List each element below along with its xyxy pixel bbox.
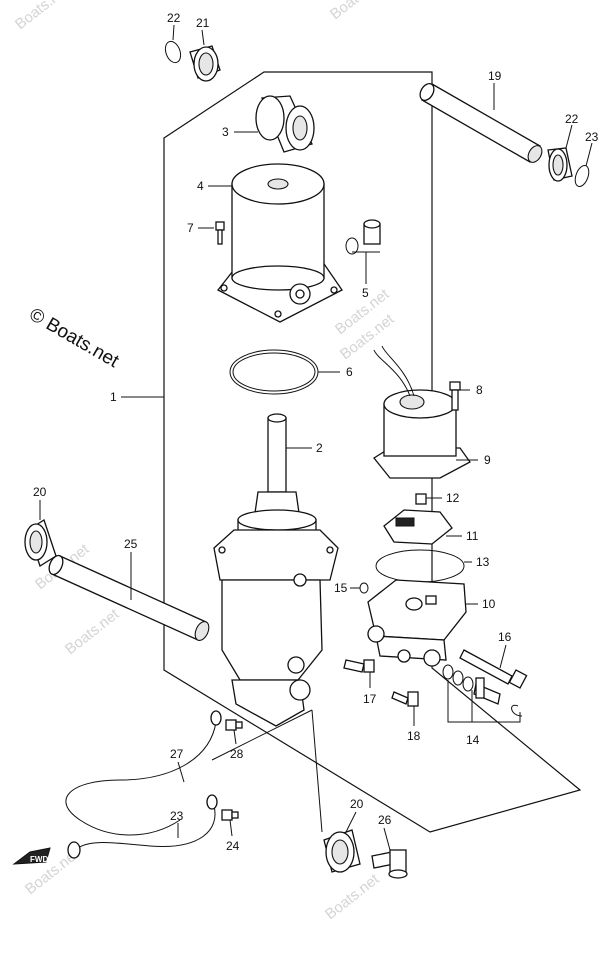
- callout-24: 24: [226, 839, 240, 853]
- watermark-text: Boats.net: [12, 0, 73, 33]
- watermark-text: Boats.net: [322, 870, 383, 923]
- part-13-o-ring: [375, 549, 465, 583]
- callout-10: 10: [482, 597, 496, 611]
- callout-23: 23: [170, 809, 184, 823]
- fwd-direction-arrow: FWD: [12, 847, 51, 865]
- callout-16: 16: [498, 630, 512, 644]
- callout-28: 28: [230, 747, 244, 761]
- callout-5: 5: [362, 286, 369, 300]
- part-22-ring-right: [574, 164, 590, 188]
- part-17-screw: [343, 659, 375, 673]
- part-23-ground-cable: [67, 794, 218, 859]
- fwd-label: FWD: [30, 855, 48, 864]
- callout-21: 21: [196, 16, 210, 30]
- callout-20: 20: [33, 485, 47, 499]
- callout-27: 27: [170, 747, 184, 761]
- part-20-bushing-bottom: [323, 829, 361, 873]
- part-10-pump-body: [367, 579, 467, 667]
- part-20-bushing-left: [24, 519, 57, 567]
- callout-13: 13: [476, 555, 490, 569]
- part-4-reservoir: [217, 163, 343, 323]
- part-14-valve-kit: [442, 664, 523, 717]
- callout-labels: 22 21 19 22 23 3 4 7 5 6 1 2 8 9 12 11 1…: [33, 11, 599, 853]
- callout-20: 20: [350, 797, 364, 811]
- part-28-screw: [225, 719, 243, 731]
- assembly-outline: [163, 71, 582, 833]
- part-26-bolt: [371, 849, 408, 879]
- part-25-shaft: [48, 554, 210, 642]
- part-16-bolt: [459, 649, 528, 689]
- callout-3: 3: [222, 125, 229, 139]
- part-21-bushing-left: [189, 45, 221, 82]
- part-8-bolt: [449, 381, 461, 411]
- part-22-ring-left: [164, 40, 182, 64]
- part-27-ground-cable: [65, 710, 222, 836]
- part-2-tilt-cylinder: [213, 413, 339, 727]
- part-12-fitting: [415, 493, 427, 505]
- callout-11: 11: [466, 529, 479, 543]
- callout-21: 22: [565, 112, 579, 126]
- leader-lines: [39, 24, 593, 851]
- callout-12: 12: [446, 491, 460, 505]
- part-7-screw: [215, 221, 225, 245]
- part-6-o-ring: [229, 349, 319, 395]
- callout-9: 9: [484, 453, 491, 467]
- callout-18: 18: [407, 729, 421, 743]
- part-3-bushing: [255, 95, 315, 153]
- callout-22: 22: [167, 11, 181, 25]
- watermark-text: Boats.net: [327, 0, 388, 23]
- callout-17: 17: [363, 692, 377, 706]
- part-15-o-ring: [359, 582, 369, 594]
- callout-25: 25: [124, 537, 138, 551]
- callout-26: 26: [378, 813, 392, 827]
- callout-4: 4: [197, 179, 204, 193]
- part-21-bushing-right: [547, 147, 573, 182]
- part-5-fitting: [345, 219, 381, 255]
- callout-15: 15: [334, 581, 348, 595]
- watermark-copyright: © Boats.net: [26, 304, 123, 372]
- callout-22: 23: [585, 130, 599, 144]
- callout-2: 2: [316, 441, 323, 455]
- callout-1: 1: [110, 390, 117, 404]
- callout-14: 14: [466, 733, 480, 747]
- callout-6: 6: [346, 365, 353, 379]
- part-9-motor: [373, 345, 471, 479]
- callout-7: 7: [187, 221, 194, 235]
- callout-19: 19: [488, 69, 502, 83]
- part-24-screw: [221, 809, 239, 821]
- watermarks: Boats.net Boats.net Boats.net Boats.net …: [12, 0, 398, 923]
- callout-8: 8: [476, 383, 483, 397]
- part-18-screw: [391, 691, 419, 707]
- part-11-gear-plate: [383, 509, 453, 545]
- part-19-tube: [419, 82, 543, 163]
- watermark-text: Boats.net: [62, 605, 123, 658]
